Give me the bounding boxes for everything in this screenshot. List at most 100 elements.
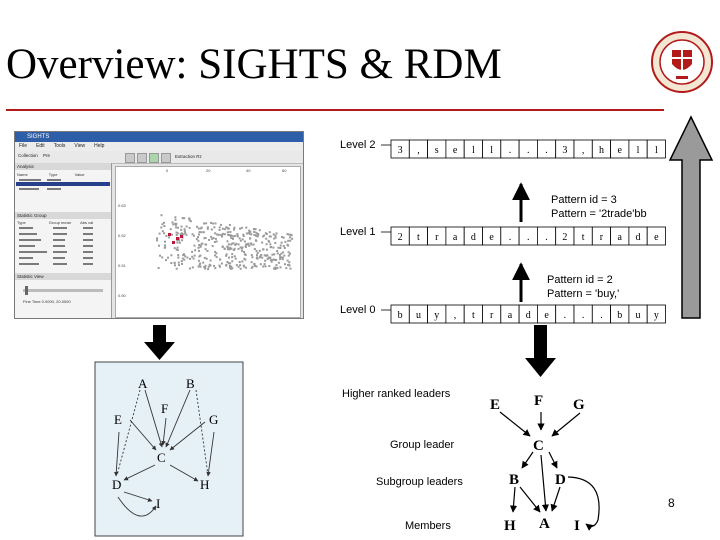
scatter-point: [253, 263, 256, 266]
scatter-point: [234, 244, 237, 246]
scatter-point: [265, 243, 268, 246]
scatter-point: [274, 242, 277, 244]
scatter-point: [290, 234, 293, 237]
scatter-point: [183, 217, 186, 220]
scatter-point: [160, 214, 163, 217]
menu-view[interactable]: View: [74, 143, 86, 149]
scatter-point: [287, 254, 290, 257]
scatter-point: [214, 232, 217, 235]
menu-tools[interactable]: Tools: [53, 143, 66, 149]
university-seal-icon: [651, 31, 713, 93]
scatter-point: [161, 230, 164, 233]
slider-handle[interactable]: [25, 286, 28, 295]
scatter-point: [189, 257, 191, 260]
table-row[interactable]: [17, 250, 107, 254]
table-row[interactable]: [17, 238, 107, 242]
scatter-point: [221, 227, 224, 230]
scatter-point: [281, 257, 284, 260]
scatter-point: [272, 246, 275, 249]
scatter-point: [227, 227, 230, 230]
table-row[interactable]: [17, 226, 107, 230]
menu-help[interactable]: Help: [94, 143, 105, 149]
scatter-point: [221, 245, 224, 248]
table-row[interactable]: [17, 244, 107, 248]
scatter-point: [204, 248, 207, 251]
down-arrow-icon: [144, 325, 175, 360]
toolbar-button[interactable]: [137, 153, 147, 163]
table-row[interactable]: [17, 256, 107, 260]
sequence-cell-char: ,: [417, 145, 420, 156]
scatter-point: [229, 262, 232, 265]
sequence-cell-char: t: [472, 310, 475, 321]
scatter-point: [263, 263, 266, 266]
scatter-point: [220, 223, 222, 226]
scatter-point: [177, 226, 179, 229]
scatter-point: [163, 221, 165, 224]
scatter-point: [268, 265, 271, 267]
scatter-point: [279, 244, 282, 247]
time-slider[interactable]: [23, 289, 103, 292]
scatter-point: [214, 237, 217, 240]
scatter-points: [156, 214, 294, 271]
scatter-point: [242, 233, 245, 236]
graph-panel: [94, 361, 244, 537]
scatter-point: [281, 236, 283, 238]
scatter-point: [245, 226, 248, 229]
graph-node-d: D: [112, 477, 121, 492]
scatter-point: [182, 233, 185, 236]
scatter-point: [205, 222, 208, 225]
scatter-plot[interactable]: 0 20 40 60 0.63 0.52 0.51 0.50: [115, 166, 301, 318]
pattern-3-text: Pattern = '2trade'bb: [551, 208, 647, 220]
toolbar-button[interactable]: [161, 153, 171, 163]
scatter-point: [183, 258, 186, 261]
scatter-point: [291, 237, 294, 240]
table-row[interactable]: [17, 262, 107, 266]
scatter-point: [287, 264, 289, 266]
sequence-cell: [646, 226, 666, 246]
sequence-cell-char: 3: [398, 145, 403, 156]
scatter-point: [203, 222, 205, 225]
menu-edit[interactable]: Edit: [36, 143, 45, 149]
scatter-point: [169, 228, 172, 231]
scatter-point: [231, 242, 234, 245]
scatter-point: [210, 221, 212, 224]
scatter-point: [248, 229, 251, 232]
toolbar-button[interactable]: [125, 153, 135, 163]
tab-pre[interactable]: Pre: [43, 153, 51, 158]
scatter-point: [289, 252, 291, 255]
scatter-point: [210, 235, 213, 238]
scatter-point: [232, 235, 235, 238]
scatter-point: [251, 256, 254, 259]
scatter-point: [199, 245, 202, 248]
scatter-point: [220, 262, 223, 265]
scatter-point: [226, 227, 229, 230]
scatter-point: [258, 249, 261, 252]
hierarchy-node-g: G: [573, 397, 585, 413]
menu-file[interactable]: File: [19, 143, 28, 149]
scatter-point: [282, 251, 285, 254]
scatter-point: [183, 230, 186, 232]
scatter-point: [245, 266, 247, 269]
scatter-point: [197, 236, 199, 239]
scatter-point: [229, 230, 232, 233]
scatter-point: [235, 264, 238, 267]
scatter-point: [268, 231, 271, 234]
scatter-point: [262, 248, 265, 251]
scatter-point: [188, 219, 191, 222]
scatter-point: [276, 267, 279, 269]
scatter-point: [170, 262, 173, 264]
title-rule: [6, 109, 664, 111]
list-item-selected[interactable]: [16, 182, 110, 186]
scatter-point: [252, 228, 255, 230]
toolbar-button[interactable]: [149, 153, 159, 163]
scatter-point: [197, 265, 200, 268]
sequence-cell-char: .: [527, 232, 530, 243]
scatter-point: [158, 244, 160, 247]
list-item[interactable]: [17, 178, 107, 182]
scatter-point: [199, 254, 202, 257]
list-item[interactable]: [17, 187, 107, 191]
scatter-point: [181, 239, 184, 242]
scatter-point: [184, 255, 187, 258]
table-row[interactable]: [17, 232, 107, 236]
tab-collection[interactable]: Collection: [18, 153, 38, 158]
